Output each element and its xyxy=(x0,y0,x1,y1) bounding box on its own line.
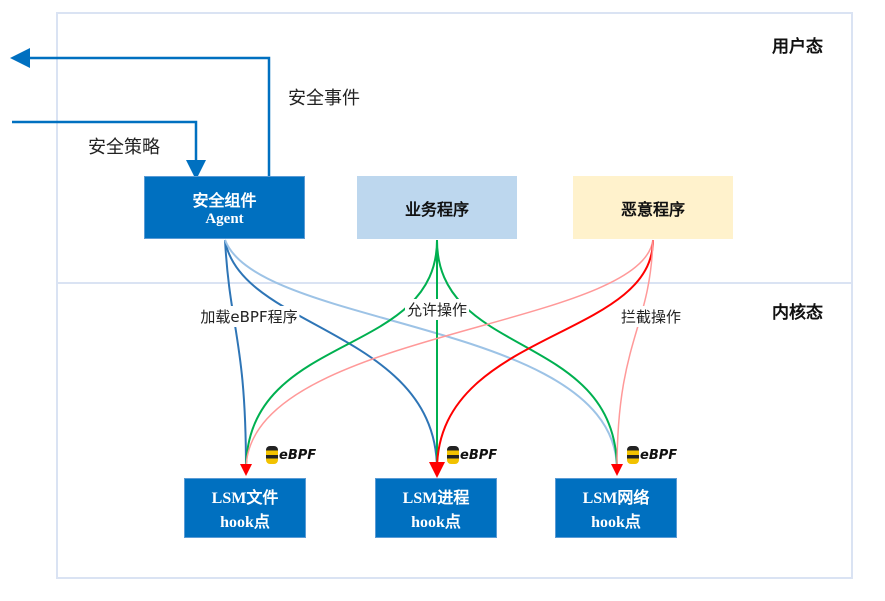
bee-icon xyxy=(447,446,459,464)
malicious-program-box: 恶意程序 xyxy=(573,176,733,239)
hook-file-box: LSM文件 hook点 xyxy=(184,478,306,538)
outer-frame xyxy=(56,12,853,579)
bee-icon xyxy=(627,446,639,464)
bee-icon xyxy=(266,446,278,464)
allow-operation-label: 允许操作 xyxy=(404,299,470,320)
load-ebpf-label: 加载eBPF程序 xyxy=(198,306,300,327)
flow-agent-network xyxy=(224,239,618,471)
policy-arrow xyxy=(12,120,206,180)
ebpf-logo-text: eBPF xyxy=(460,447,498,463)
ebpf-logo-text: eBPF xyxy=(640,447,678,463)
ebpf-logo-file: eBPF xyxy=(266,446,316,464)
business-program-label: 业务程序 xyxy=(404,199,469,219)
flow-agent-file xyxy=(224,239,247,471)
flow-malicious-network xyxy=(611,239,654,476)
hook-subtitle: hook点 xyxy=(220,514,270,531)
hook-title: LSM文件 xyxy=(211,490,279,507)
hook-network-box: LSM网络 hook点 xyxy=(555,478,677,538)
ebpf-logo-text: eBPF xyxy=(279,447,317,463)
hook-subtitle: hook点 xyxy=(591,514,641,531)
agent-title: 安全组件 xyxy=(192,191,257,210)
agent-subtitle: Agent xyxy=(205,211,244,227)
flow-business-network xyxy=(436,239,618,471)
flow-malicious-file xyxy=(240,239,654,476)
user-space-label: 用户态 xyxy=(772,37,823,57)
hook-title: LSM网络 xyxy=(582,490,650,507)
security-event-label: 安全事件 xyxy=(288,88,360,109)
kernel-space-label: 内核态 xyxy=(772,303,823,323)
flow-business-file xyxy=(245,239,438,471)
hook-subtitle: hook点 xyxy=(411,514,461,531)
hook-process-box: LSM进程 hook点 xyxy=(375,478,497,538)
ebpf-logo-network: eBPF xyxy=(627,446,677,464)
agent-box: 安全组件 Agent xyxy=(144,176,305,239)
event-arrow xyxy=(10,48,271,176)
ebpf-logo-process: eBPF xyxy=(447,446,497,464)
flow-malicious-process xyxy=(429,239,654,478)
flow-agent-process xyxy=(224,239,438,471)
malicious-program-label: 恶意程序 xyxy=(620,199,685,219)
block-operation-label: 拦截操作 xyxy=(618,306,684,327)
hook-title: LSM进程 xyxy=(402,490,470,507)
security-policy-label: 安全策略 xyxy=(88,137,160,158)
business-program-box: 业务程序 xyxy=(357,176,517,239)
